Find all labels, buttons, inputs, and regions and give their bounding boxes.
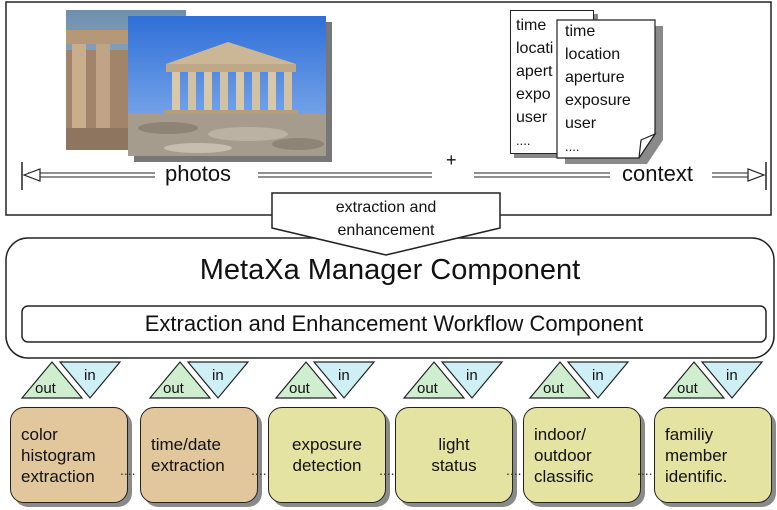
- doc-back-line: apert: [516, 63, 553, 80]
- out-label: out: [35, 380, 57, 397]
- in-connector-triangle: [440, 361, 504, 399]
- module-time-date: time/date extraction: [140, 407, 258, 503]
- context-doc-front: time location aperture exposure user ...…: [565, 20, 653, 158]
- module-label: familiy member identific.: [665, 424, 728, 486]
- in-connector-triangle: [186, 361, 250, 399]
- in-connector-triangle: [700, 361, 764, 399]
- out-label: out: [163, 380, 185, 397]
- in-connector-triangle: [566, 361, 630, 399]
- module-separator: ....: [637, 462, 653, 478]
- module-label: exposure detection: [292, 435, 362, 475]
- out-connector-triangle: [148, 361, 212, 399]
- in-connector-triangle: [58, 361, 122, 399]
- module-exposure: exposure detection: [268, 407, 386, 503]
- doc-line-aperture: aperture: [565, 69, 625, 86]
- plus-sign: +: [446, 150, 457, 170]
- in-label: in: [212, 367, 224, 384]
- out-label: out: [677, 380, 699, 397]
- in-label: in: [726, 367, 738, 384]
- module-separator: ....: [120, 462, 136, 478]
- out-connector-triangle: [402, 361, 466, 399]
- module-label: color histogram extraction: [21, 424, 96, 486]
- out-connector-triangle: [662, 361, 726, 399]
- module-indoor-outdoor: indoor/ outdoor classific: [523, 407, 641, 503]
- in-label: in: [592, 367, 604, 384]
- in-connector-triangle: [312, 361, 376, 399]
- connector-triangles: out in out in out in out in out in out in: [20, 361, 764, 399]
- photo-front: [128, 16, 326, 156]
- doc-back-line: time: [516, 17, 547, 34]
- in-label: in: [84, 367, 96, 384]
- doc-line-more: ....: [565, 139, 580, 154]
- out-label: out: [543, 380, 565, 397]
- module-label: time/date extraction: [151, 435, 225, 475]
- module-color-histogram: color histogram extraction: [10, 407, 128, 503]
- arrow-line-1: extraction and: [335, 199, 437, 216]
- out-label: out: [417, 380, 439, 397]
- manager-title: MetaXa Manager Component: [199, 254, 581, 286]
- doc-line-location: location: [565, 46, 621, 63]
- out-connector-triangle: [528, 361, 592, 399]
- context-label: context: [622, 161, 693, 186]
- in-label: in: [338, 367, 350, 384]
- out-label: out: [289, 380, 311, 397]
- extraction-arrow: [271, 192, 501, 256]
- out-connector-triangle: [274, 361, 338, 399]
- module-label: indoor/ outdoor classific: [534, 424, 594, 486]
- extraction-arrow-label: extraction and enhancement: [272, 196, 500, 242]
- workflow-frame: [21, 305, 767, 343]
- module-light-status: light status: [395, 407, 513, 503]
- photos-label: photos: [165, 161, 232, 186]
- module-separator: ....: [251, 462, 267, 478]
- module-label: light status: [431, 435, 477, 475]
- out-connector-triangle: [20, 361, 84, 399]
- doc-back-line: expo: [516, 86, 551, 103]
- doc-line-exposure: exposure: [565, 92, 631, 109]
- arrow-line-2: enhancement: [337, 222, 435, 239]
- doc-line-user: user: [565, 115, 597, 132]
- doc-back-line: user: [516, 109, 548, 126]
- in-label: in: [466, 367, 478, 384]
- doc-line-time: time: [565, 23, 596, 40]
- workflow-title: Extraction and Enhancement Workflow Comp…: [144, 311, 644, 336]
- module-separator: ....: [379, 462, 395, 478]
- module-family-member: familiy member identific.: [654, 407, 772, 503]
- context-doc-front-shape: [556, 19, 663, 164]
- doc-back-line: locati: [516, 40, 554, 57]
- doc-back-line: ....: [516, 133, 531, 148]
- module-separator: ....: [506, 462, 522, 478]
